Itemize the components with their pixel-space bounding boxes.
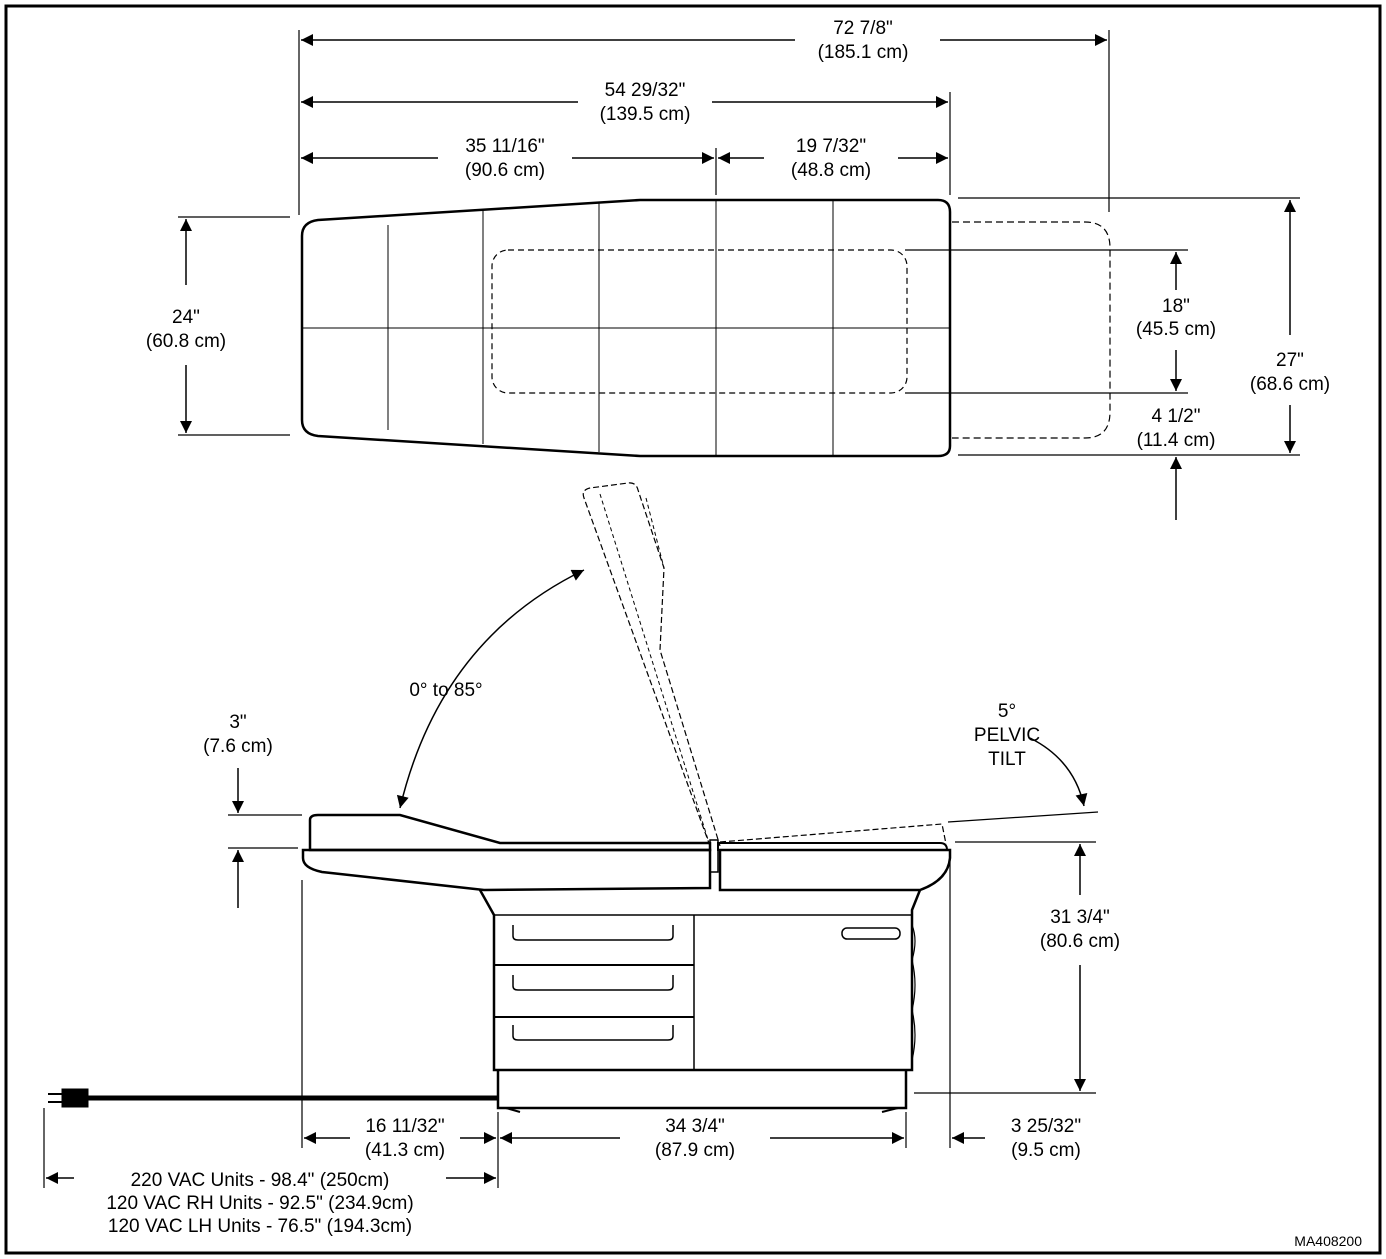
pelvic-tilt-line-2: PELVIC xyxy=(974,725,1040,746)
table-height-metric: (80.6 cm) xyxy=(1040,931,1120,952)
seat-section-metric: (48.8 cm) xyxy=(791,160,871,181)
width-imperial: 24" xyxy=(172,307,200,328)
drawer-handle-2 xyxy=(512,975,674,991)
base-offset-left-metric: (41.3 cm) xyxy=(365,1140,445,1161)
foot-right xyxy=(881,1107,899,1113)
base-length-imperial: 34 3/4" xyxy=(665,1116,725,1137)
back-angle-label: 0° to 85° xyxy=(409,680,482,701)
overall-width-metric: (68.6 cm) xyxy=(1250,374,1330,395)
overall-width-imperial: 27" xyxy=(1276,350,1304,371)
step-offset-metric: (11.4 cm) xyxy=(1137,430,1216,451)
drawer-handle-1 xyxy=(512,925,674,941)
cord-length-120v-rh: 120 VAC RH Units - 92.5" (234.9cm) xyxy=(106,1193,413,1214)
table-height-imperial: 31 3/4" xyxy=(1050,907,1110,928)
base-cabinet-outline xyxy=(478,889,922,1072)
extension-hidden xyxy=(952,221,1111,439)
overall-length-metric: (185.1 cm) xyxy=(818,42,909,63)
back-cushion xyxy=(308,813,712,852)
seat-section-body xyxy=(718,848,952,892)
cord-length-220v: 220 VAC Units - 98.4" (250cm) xyxy=(131,1170,390,1191)
back-section-imperial: 35 11/16" xyxy=(465,136,544,157)
drawer-handle-3 xyxy=(512,1025,674,1041)
cushion-thickness-metric: (7.6 cm) xyxy=(203,736,273,757)
pelvic-tilt-line xyxy=(947,811,1099,823)
figure-id: MA408200 xyxy=(1294,1233,1362,1249)
width-metric: (60.8 cm) xyxy=(146,331,226,352)
door-handle xyxy=(841,927,901,940)
back-section-metric: (90.6 cm) xyxy=(465,160,545,181)
page-border xyxy=(4,4,1382,1255)
table-length-imperial: 54 29/32" xyxy=(605,80,686,101)
top-view xyxy=(178,30,1300,520)
table-top-outline xyxy=(300,198,952,458)
raised-backrest-head xyxy=(645,497,665,569)
foot-left xyxy=(505,1107,521,1113)
seat-section-imperial: 19 7/32" xyxy=(796,136,866,157)
pelvic-tilt-leader xyxy=(1029,737,1088,807)
back-section-body xyxy=(301,848,712,892)
raised-backrest-inner xyxy=(599,493,711,847)
side-view xyxy=(43,482,1099,1188)
step-width-metric: (45.5 cm) xyxy=(1136,319,1216,340)
raised-backrest xyxy=(582,482,721,847)
power-plug xyxy=(61,1088,89,1108)
step-width-imperial: 18" xyxy=(1162,296,1190,317)
base-offset-right-metric: (9.5 cm) xyxy=(1011,1140,1081,1161)
step-pan-hidden xyxy=(491,249,908,394)
table-length-metric: (139.5 cm) xyxy=(600,104,691,125)
base-offset-right-imperial: 3 25/32" xyxy=(1011,1116,1081,1137)
side-bumpers xyxy=(911,924,916,1061)
overall-length-imperial: 72 7/8" xyxy=(833,18,893,39)
base-length-metric: (87.9 cm) xyxy=(655,1140,735,1161)
back-angle-arc xyxy=(396,569,585,809)
pelvic-tilt-line-3: TILT xyxy=(988,749,1026,770)
pelvic-tilt-line-1: 5° xyxy=(998,701,1016,722)
cushion-thickness-imperial: 3" xyxy=(229,712,246,733)
cord-length-120v-lh: 120 VAC LH Units - 76.5" (194.3cm) xyxy=(108,1216,412,1237)
base-offset-left-imperial: 16 11/32" xyxy=(365,1116,444,1137)
tilted-seat xyxy=(719,823,947,845)
plinth xyxy=(496,1070,908,1110)
step-offset-imperial: 4 1/2" xyxy=(1151,406,1200,427)
